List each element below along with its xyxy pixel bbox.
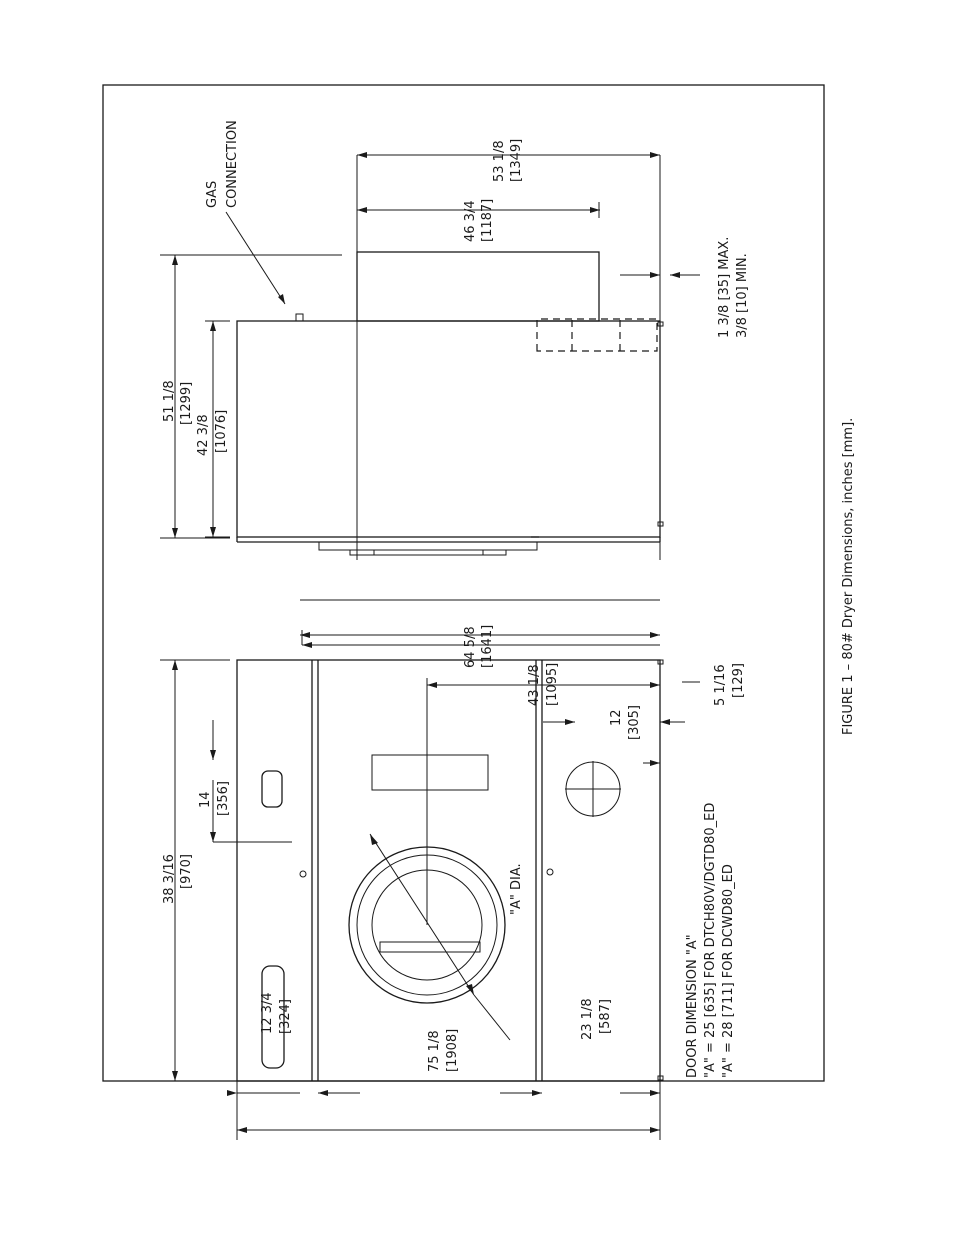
dim-43-mm: [1095] bbox=[545, 663, 560, 706]
front-cabinet bbox=[236, 659, 661, 1082]
front-view bbox=[160, 599, 700, 1140]
dim-height-in: 53 1/8 bbox=[492, 140, 507, 182]
gas-label-2: CONNECTION bbox=[225, 120, 240, 208]
side-cabinet bbox=[236, 320, 661, 538]
door-dim-line1: "A" = 25 [635] FOR DTCH80V/DGTD80_ED bbox=[703, 803, 718, 1078]
dim-43-in: 43 1/8 bbox=[527, 664, 542, 706]
dim-14-mm: [356] bbox=[216, 781, 231, 816]
leg-max: 1 3/8 [35] MAX. bbox=[717, 237, 732, 338]
coin-slot bbox=[261, 770, 283, 808]
side-door-handle bbox=[349, 549, 507, 556]
dim-top-in: 12 3/4 bbox=[260, 992, 275, 1034]
dim-width-in: 38 3/16 bbox=[162, 854, 177, 904]
rotated-drawing bbox=[160, 152, 700, 1140]
dim-exhaust-in: 46 3/4 bbox=[463, 200, 478, 242]
dim-lower-in: 23 1/8 bbox=[580, 998, 595, 1040]
dim-exhaust-mm: [1187] bbox=[480, 199, 495, 242]
side-view bbox=[160, 152, 700, 560]
dim-64-in: 64 5/8 bbox=[463, 626, 478, 668]
dim-height-mm: [1349] bbox=[509, 139, 524, 182]
door-dim-line2: "A" = 28 [711] FOR DCWD80_ED bbox=[721, 864, 736, 1078]
dim-64-mm: [1641] bbox=[480, 625, 495, 668]
side-exhaust-duct bbox=[356, 251, 600, 322]
dim-cab-mm: [1076] bbox=[214, 410, 229, 453]
control-panel-slot bbox=[261, 965, 285, 1069]
dim-depth-mm: [1299] bbox=[179, 382, 194, 425]
leg-min: 3/8 [10] MIN. bbox=[735, 253, 750, 338]
dim-14-in: 14 bbox=[198, 791, 213, 808]
dim-12-mm: [305] bbox=[627, 705, 642, 740]
gas-label-1: GAS bbox=[205, 181, 220, 208]
dim-cab-in: 42 3/8 bbox=[196, 414, 211, 456]
side-base-dashed bbox=[536, 318, 658, 352]
door-a-dia: "A" DIA. bbox=[509, 863, 524, 915]
side-door-profile bbox=[318, 541, 538, 551]
gas-connection-stub bbox=[295, 313, 304, 322]
dim-5-mm: [129] bbox=[731, 663, 746, 698]
figure-caption: FIGURE 1 – 80# Dryer Dimensions, inches … bbox=[841, 418, 856, 735]
dim-depth-in: 51 1/8 bbox=[162, 380, 177, 422]
dim-lower-mm: [587] bbox=[598, 999, 613, 1034]
dim-width-mm: [970] bbox=[179, 854, 194, 889]
dim-total-mm: [1908] bbox=[445, 1029, 460, 1072]
dim-top-mm: [324] bbox=[278, 999, 293, 1034]
dim-12-in: 12 bbox=[609, 709, 624, 726]
lint-door bbox=[371, 754, 489, 791]
dim-5-in: 5 1/16 bbox=[713, 664, 728, 706]
dim-total-in: 75 1/8 bbox=[427, 1030, 442, 1072]
door-dim-title: DOOR DIMENSION "A" bbox=[685, 934, 700, 1078]
